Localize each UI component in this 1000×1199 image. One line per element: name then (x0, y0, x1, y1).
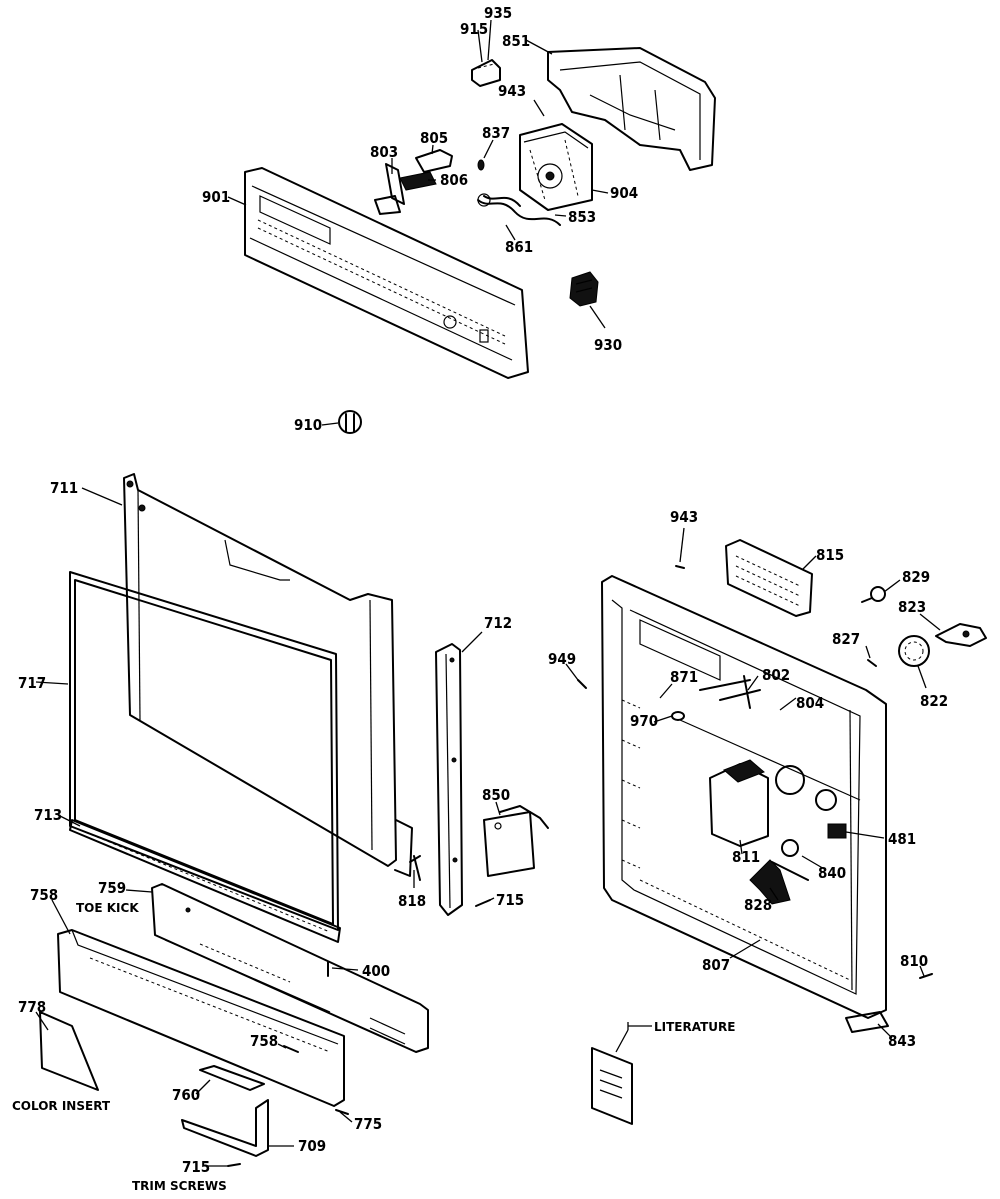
control-panel-901 (244, 167, 529, 379)
label-840: 840 (818, 864, 846, 882)
knob-clip-915 (471, 59, 501, 87)
inner-panel-711 (123, 473, 413, 877)
part-823 (935, 623, 987, 647)
label-822: 822 (920, 692, 948, 710)
label-713: 713 (34, 806, 62, 824)
label-930: 930 (594, 336, 622, 354)
top-leaders (227, 19, 609, 426)
label-481: 481 (888, 830, 916, 848)
label-827: 827 (832, 630, 860, 648)
label-843: 843 (888, 1032, 916, 1050)
label-818: 818 (398, 892, 426, 910)
label-837: 837 (482, 124, 510, 142)
vent-815 (725, 539, 813, 617)
label-802: 802 (762, 666, 790, 684)
label-758b: 758 (250, 1032, 278, 1050)
label-717: 717 (18, 674, 46, 692)
dispenser-811 (709, 759, 769, 847)
part-837 (477, 159, 485, 171)
label-943a: 943 (498, 82, 526, 100)
label-712: 712 (484, 614, 512, 632)
label-935: 935 (484, 4, 512, 22)
part-829 (861, 586, 886, 603)
door-panel-group (39, 473, 549, 1167)
part-822 (898, 635, 930, 667)
label-823: 823 (898, 598, 926, 616)
strip-713 (69, 819, 341, 943)
label-861: 861 (505, 238, 533, 256)
label-828: 828 (744, 896, 772, 914)
part-481 (827, 823, 847, 839)
label-943b: 943 (670, 508, 698, 526)
label-literature: LITERATURE (654, 1020, 735, 1034)
label-758a: 758 (30, 886, 58, 904)
label-775: 775 (354, 1115, 382, 1133)
trim-screw-715 (227, 1163, 241, 1167)
part-818 (409, 855, 421, 881)
label-853: 853 (568, 208, 596, 226)
side-trim-712 (435, 643, 463, 916)
door-panel-717 (69, 571, 339, 931)
label-901: 901 (202, 188, 230, 206)
bracket-850 (483, 805, 549, 877)
labels: 935 915 851 943 805 837 803 806 901 904 … (12, 4, 948, 1193)
label-715b: 715 (182, 1158, 210, 1176)
inner-door-group (577, 539, 987, 1125)
kick-plate-758 (57, 929, 345, 1107)
label-871: 871 (670, 668, 698, 686)
label-804: 804 (796, 694, 824, 712)
label-811: 811 (732, 848, 760, 866)
label-400: 400 (362, 962, 390, 980)
screw-775 (335, 1109, 349, 1115)
right-leaders (565, 527, 941, 1053)
label-715a: 715 (496, 891, 524, 909)
screw-943 (675, 565, 685, 569)
switch-805 (415, 149, 453, 173)
control-panel-group (244, 47, 716, 434)
bracket-851 (547, 47, 716, 171)
label-778: 778 (18, 998, 46, 1016)
label-815: 815 (816, 546, 844, 564)
label-850: 850 (482, 786, 510, 804)
label-807: 807 (702, 956, 730, 974)
label-970: 970 (630, 712, 658, 730)
label-805: 805 (420, 129, 448, 147)
label-810: 810 (900, 952, 928, 970)
knob-930 (569, 271, 599, 307)
label-851: 851 (502, 32, 530, 50)
label-803: 803 (370, 143, 398, 161)
timer-904 (519, 123, 593, 211)
inner-door-807 (601, 575, 889, 1033)
label-915: 915 (460, 20, 488, 38)
label-949: 949 (548, 650, 576, 668)
screw-758 (283, 1045, 299, 1053)
label-910: 910 (294, 416, 322, 434)
label-760: 760 (172, 1086, 200, 1104)
screw-810 (919, 973, 933, 979)
label-904: 904 (610, 184, 638, 202)
bracket-760 (199, 1065, 265, 1091)
screw-949 (577, 679, 587, 689)
label-trim-screws: TRIM SCREWS (132, 1179, 227, 1193)
label-711: 711 (50, 479, 78, 497)
toe-kick-759 (151, 883, 429, 1053)
harness-861 (477, 193, 561, 226)
label-806: 806 (440, 171, 468, 189)
color-insert-778 (39, 1011, 99, 1091)
left-leaders (35, 487, 501, 1167)
parts-840-828 (749, 765, 837, 905)
label-759: 759 (98, 879, 126, 897)
label-709: 709 (298, 1137, 326, 1155)
label-829: 829 (902, 568, 930, 586)
part-827 (867, 659, 877, 667)
switch-806 (399, 171, 437, 191)
label-toe-kick: TOE KICK (76, 901, 139, 915)
literature-packet (591, 1047, 633, 1125)
switch-assembly-803 (374, 163, 405, 215)
label-color-insert: COLOR INSERT (12, 1099, 111, 1113)
knob-910 (338, 410, 362, 434)
bracket-709 (181, 1099, 269, 1157)
